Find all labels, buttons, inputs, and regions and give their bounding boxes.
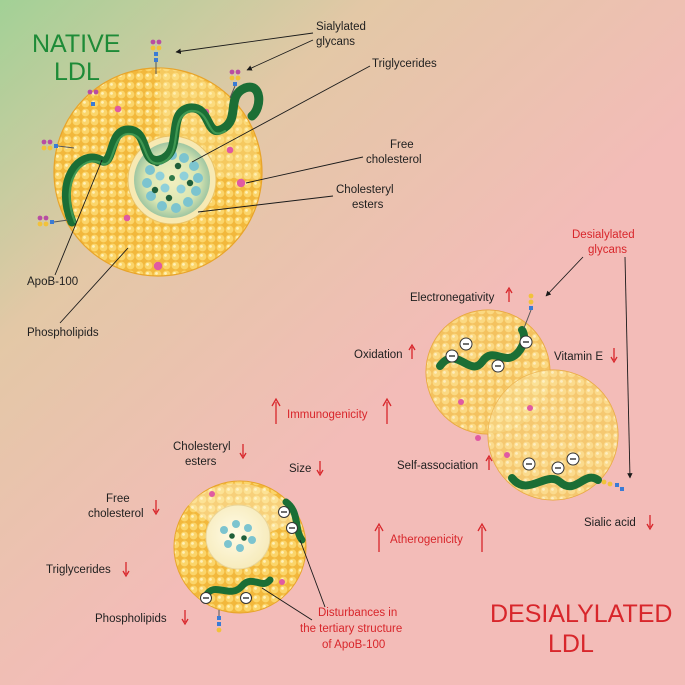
svg-text:cholesterol: cholesterol [366,154,422,166]
desialylated-title: DESIALYLATED [490,600,672,628]
label-triglycerides: Triglycerides [372,58,437,70]
label-sialic-acid: Sialic acid [584,517,636,529]
label-disturbances: Disturbances in [318,607,397,619]
label-atherogenicity: Atherogenicity [390,534,463,546]
label-cholesteryl-esters: Cholesteryl [336,184,394,196]
label-small-phospholipids: Phospholipids [95,613,167,625]
svg-text:of ApoB-100: of ApoB-100 [322,639,385,651]
desialylated-title-line2: LDL [548,630,594,658]
label-vitamin-e: Vitamin E [554,351,603,363]
label-desialylated-glycans: Desialylated [572,229,635,241]
label-sialylated-glycans: Sialylated [316,21,366,33]
svg-text:glycans: glycans [588,244,627,256]
label-self-association: Self-association [397,460,478,472]
svg-text:esters: esters [352,199,384,211]
label-electronegativity: Electronegativity [410,292,495,304]
label-immunogenicity: Immunogenicity [287,409,368,421]
svg-text:glycans: glycans [316,36,355,48]
native-title-line2: LDL [54,58,100,86]
svg-text:cholesterol: cholesterol [88,508,144,520]
label-free-cholesterol: Free [390,139,414,151]
label-small-cholesteryl-esters: Cholesteryl [173,441,231,453]
label-oxidation: Oxidation [354,349,403,361]
label-size: Size [289,463,311,475]
svg-text:the tertiary structure: the tertiary structure [300,623,402,635]
svg-text:esters: esters [185,456,217,468]
label-small-free-cholesterol: Free [106,493,130,505]
label-phospholipids: Phospholipids [27,327,99,339]
label-apob-100: ApoB-100 [27,276,78,288]
label-small-triglycerides: Triglycerides [46,564,111,576]
native-title: NATIVE [32,30,120,58]
